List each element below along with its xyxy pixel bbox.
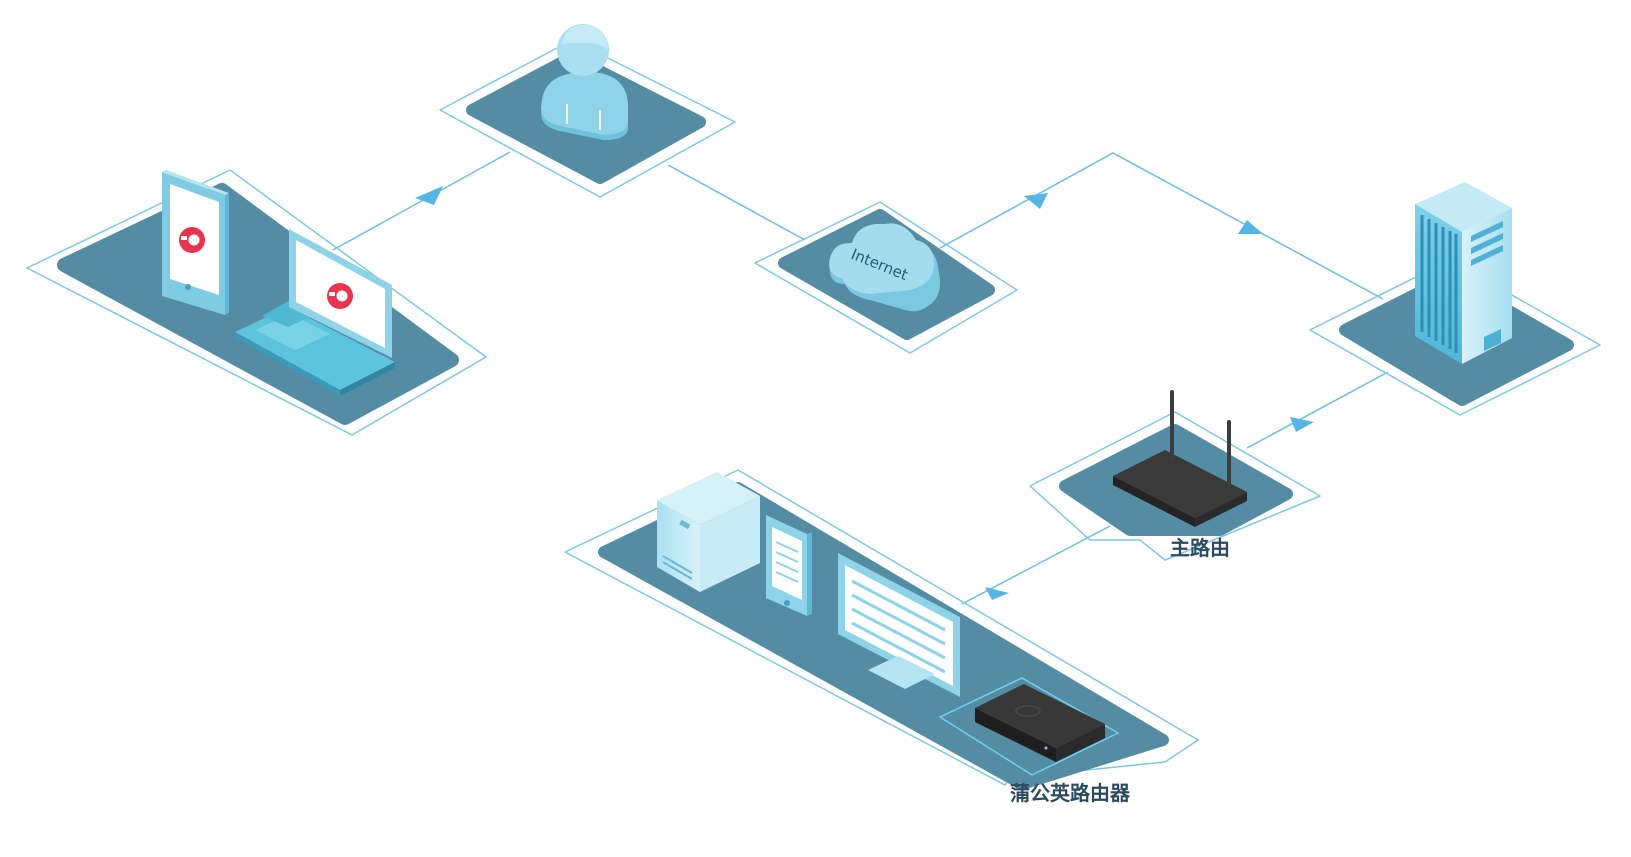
user-icon <box>541 24 628 140</box>
internet-node[interactable]: Internet <box>754 201 1018 354</box>
edge-main-router-to-dandelion <box>961 525 1111 605</box>
box-router-icon <box>975 684 1105 762</box>
flow-arrows <box>415 186 1314 600</box>
platform-outline <box>1029 411 1321 561</box>
laptop-icon <box>235 229 395 396</box>
dandelion-router-label: 蒲公英路由器 <box>1010 781 1131 805</box>
edge-user-to-clients <box>332 151 511 251</box>
connection-lines <box>332 151 1389 605</box>
router-icon <box>1113 390 1247 527</box>
platform <box>57 183 459 425</box>
edge-server-to-main-router <box>1246 371 1389 449</box>
arrow-icon <box>985 587 1009 600</box>
dandelion-router-node[interactable]: 蒲公英路由器 <box>564 469 1199 805</box>
monitor-icon <box>838 553 960 697</box>
phone-icon <box>766 515 812 616</box>
desktop-tower-icon <box>657 472 760 592</box>
app-logo-icon <box>327 283 353 309</box>
platform-outline <box>564 469 1199 786</box>
arrow-icon <box>1024 193 1048 209</box>
tablet-icon <box>162 170 229 315</box>
arrow-icon <box>415 186 443 205</box>
edge-internet-to-server <box>939 152 1384 300</box>
arrow-icon <box>1238 220 1263 234</box>
edge-user-to-internet <box>667 164 806 241</box>
platform-outline <box>1309 259 1601 416</box>
main-router-label: 主路由 <box>1170 536 1230 560</box>
platform-outline <box>754 201 1018 354</box>
server-tower-icon <box>1415 182 1512 364</box>
highlight-frame <box>938 677 1120 776</box>
app-logo-icon <box>179 227 205 253</box>
main-router-node[interactable]: 主路由 <box>1029 390 1321 561</box>
cloud-icon: Internet <box>829 223 941 312</box>
client-devices-node[interactable] <box>26 169 487 436</box>
arrow-icon <box>1290 417 1314 432</box>
user-node[interactable] <box>439 24 736 198</box>
server-node[interactable] <box>1309 182 1601 416</box>
platform-outline <box>439 39 736 198</box>
